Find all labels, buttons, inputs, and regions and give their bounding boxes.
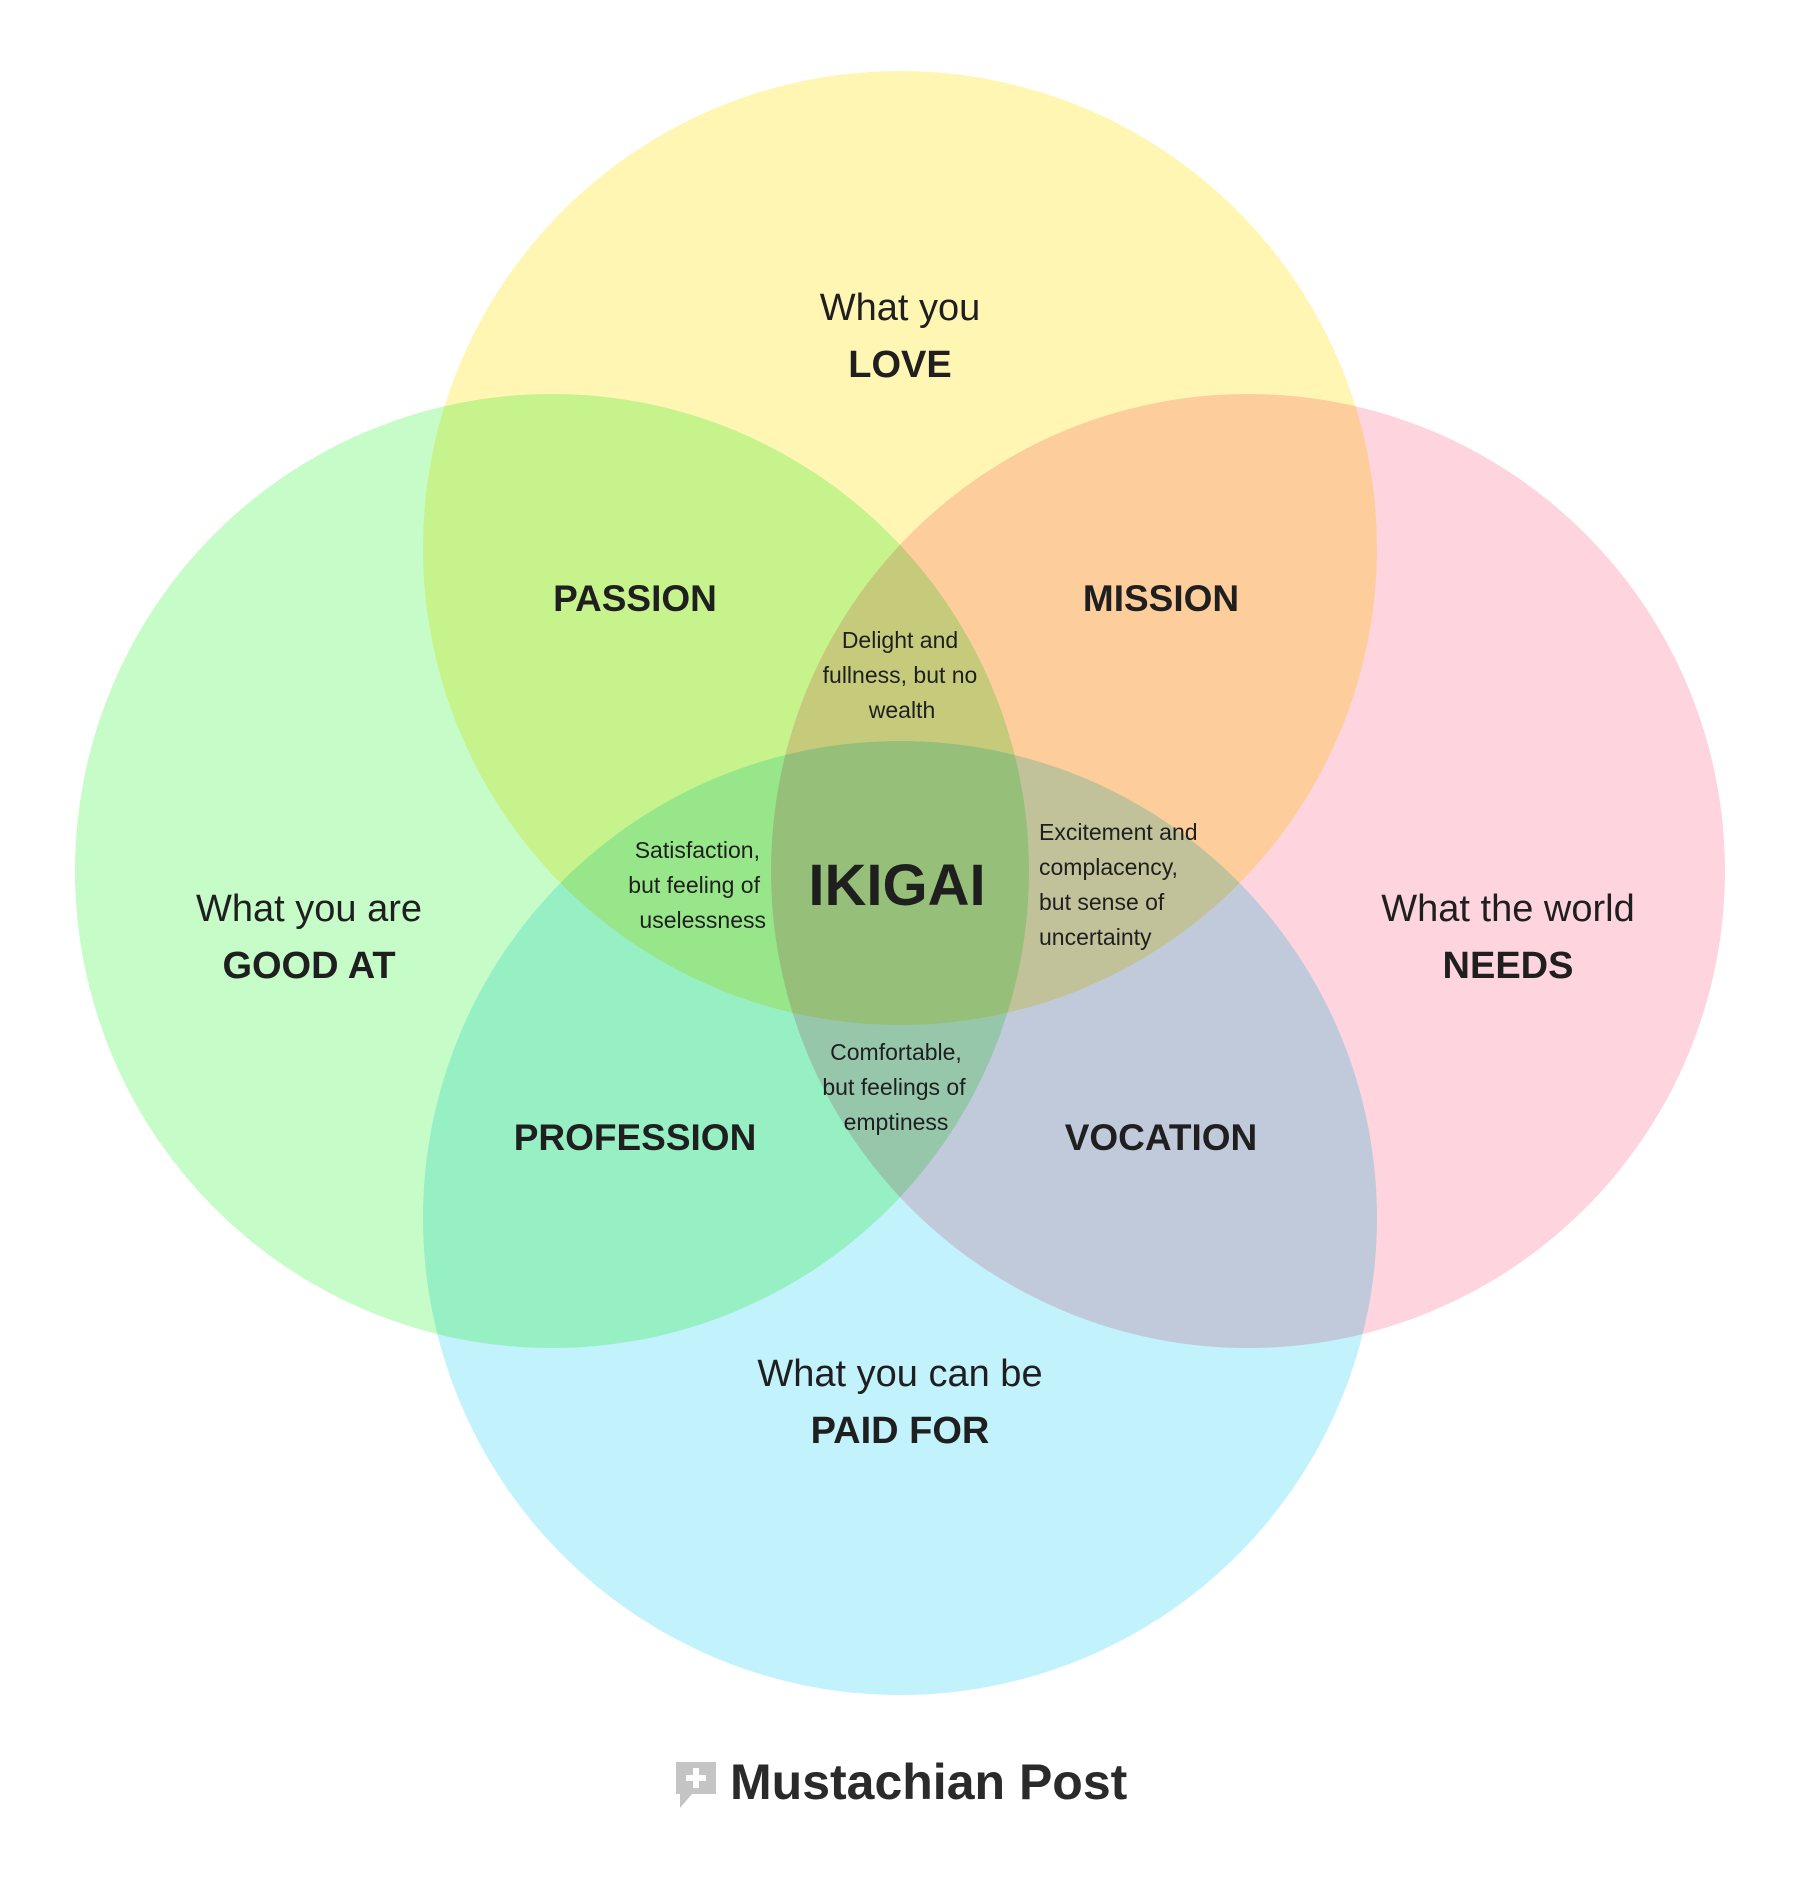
- region-mission: MISSION: [1083, 578, 1239, 619]
- note-top: Delight and fullness, but no wealth: [823, 627, 978, 723]
- love-label-line2: LOVE: [848, 344, 951, 386]
- region-labels: PASSION MISSION PROFESSION VOCATION: [514, 578, 1258, 1158]
- good-at-label-line2: GOOD AT: [222, 945, 395, 987]
- note-left-line: uselessness: [639, 907, 766, 933]
- paid-for-label-line1: What you can be: [757, 1353, 1042, 1395]
- note-top-line: fullness, but no: [823, 662, 978, 688]
- paid-for-label-line2: PAID FOR: [811, 1410, 990, 1452]
- note-left-line: Satisfaction,: [635, 837, 760, 863]
- note-right: Excitement and complacency, but sense of…: [1039, 819, 1198, 950]
- circle-labels: What you LOVE What you are GOOD AT What …: [196, 287, 1635, 1452]
- region-passion: PASSION: [553, 578, 717, 619]
- note-bottom-line: emptiness: [844, 1109, 949, 1135]
- note-right-line: uncertainty: [1039, 924, 1152, 950]
- love-label-line1: What you: [820, 287, 981, 329]
- note-right-line: but sense of: [1039, 889, 1165, 915]
- plus-square-logo-icon: [676, 1762, 716, 1808]
- region-vocation: VOCATION: [1065, 1117, 1258, 1158]
- note-top-line: Delight and: [842, 627, 958, 653]
- good-at-label-line1: What you are: [196, 888, 422, 930]
- note-right-line: Excitement and: [1039, 819, 1198, 845]
- circle-paid-for: [423, 741, 1377, 1695]
- venn-circles: [75, 71, 1725, 1695]
- brand-footer: Mustachian Post: [676, 1754, 1128, 1810]
- note-bottom-line: but feelings of: [822, 1074, 966, 1100]
- brand-name: Mustachian Post: [730, 1754, 1128, 1810]
- note-left-line: but feeling of: [628, 872, 760, 898]
- note-bottom-line: Comfortable,: [830, 1039, 962, 1065]
- note-left: Satisfaction, but feeling of uselessness: [628, 837, 766, 933]
- note-right-line: complacency,: [1039, 854, 1178, 880]
- note-bottom: Comfortable, but feelings of emptiness: [822, 1039, 966, 1135]
- region-profession: PROFESSION: [514, 1117, 757, 1158]
- world-needs-label-line2: NEEDS: [1443, 945, 1574, 987]
- center-label-ikigai: IKIGAI: [808, 853, 985, 918]
- note-top-line: wealth: [868, 697, 935, 723]
- world-needs-label-line1: What the world: [1381, 888, 1634, 930]
